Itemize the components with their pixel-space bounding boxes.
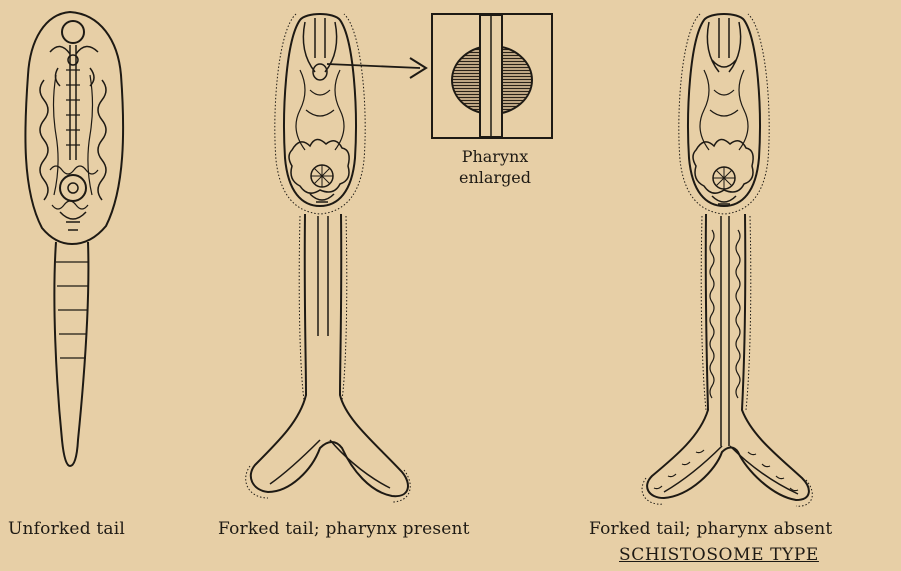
cercaria-unforked-figure <box>25 12 123 466</box>
ventral-sucker-rays <box>311 165 333 187</box>
cystogenous-cells <box>66 70 80 145</box>
excretory-canal-left <box>40 80 48 200</box>
tail-inner-canal <box>664 216 798 494</box>
caption-forked-pharynx-present: Forked tail; pharynx present <box>218 519 470 539</box>
oral-sucker <box>62 21 84 43</box>
ventral-sucker-rays <box>713 167 735 189</box>
schistosome-type-label: SCHISTOSOME TYPE <box>619 545 819 565</box>
inset-label-line2: enlarged <box>440 167 550 188</box>
gut-branches <box>54 75 93 195</box>
excretory-bladder <box>712 196 736 204</box>
inset-label: Pharynx enlarged <box>440 146 550 188</box>
cercaria-schistosome-figure <box>642 14 812 506</box>
tail-unforked <box>54 242 88 466</box>
pharynx-inset <box>432 14 552 138</box>
ventral-sucker-inner <box>68 183 78 193</box>
gland-ducts <box>700 70 748 150</box>
ventral-sucker <box>60 175 86 201</box>
pharynx <box>313 64 327 80</box>
excretory-bladder <box>310 194 334 202</box>
excretory-canal-right <box>98 80 106 200</box>
inset-label-line1: Pharynx <box>440 146 550 167</box>
caption-unforked: Unforked tail <box>8 519 125 539</box>
tail-stem <box>647 214 809 500</box>
gland-ducts <box>296 70 344 150</box>
head-organ <box>707 18 740 72</box>
cercaria-body <box>284 14 356 206</box>
furca-spines <box>642 478 812 506</box>
tail-stem <box>251 214 408 496</box>
flame-cells <box>710 230 740 398</box>
gland-cells <box>289 139 349 193</box>
tail-segments <box>56 262 88 358</box>
excretory-bladder <box>60 212 86 230</box>
body-spines <box>275 14 365 214</box>
cercaria-forked-pharynx-figure <box>246 14 426 502</box>
caption-forked-pharynx-absent: Forked tail; pharynx absent <box>589 519 832 539</box>
tail-inner <box>270 216 390 488</box>
pointer-arrow-line <box>327 64 420 68</box>
